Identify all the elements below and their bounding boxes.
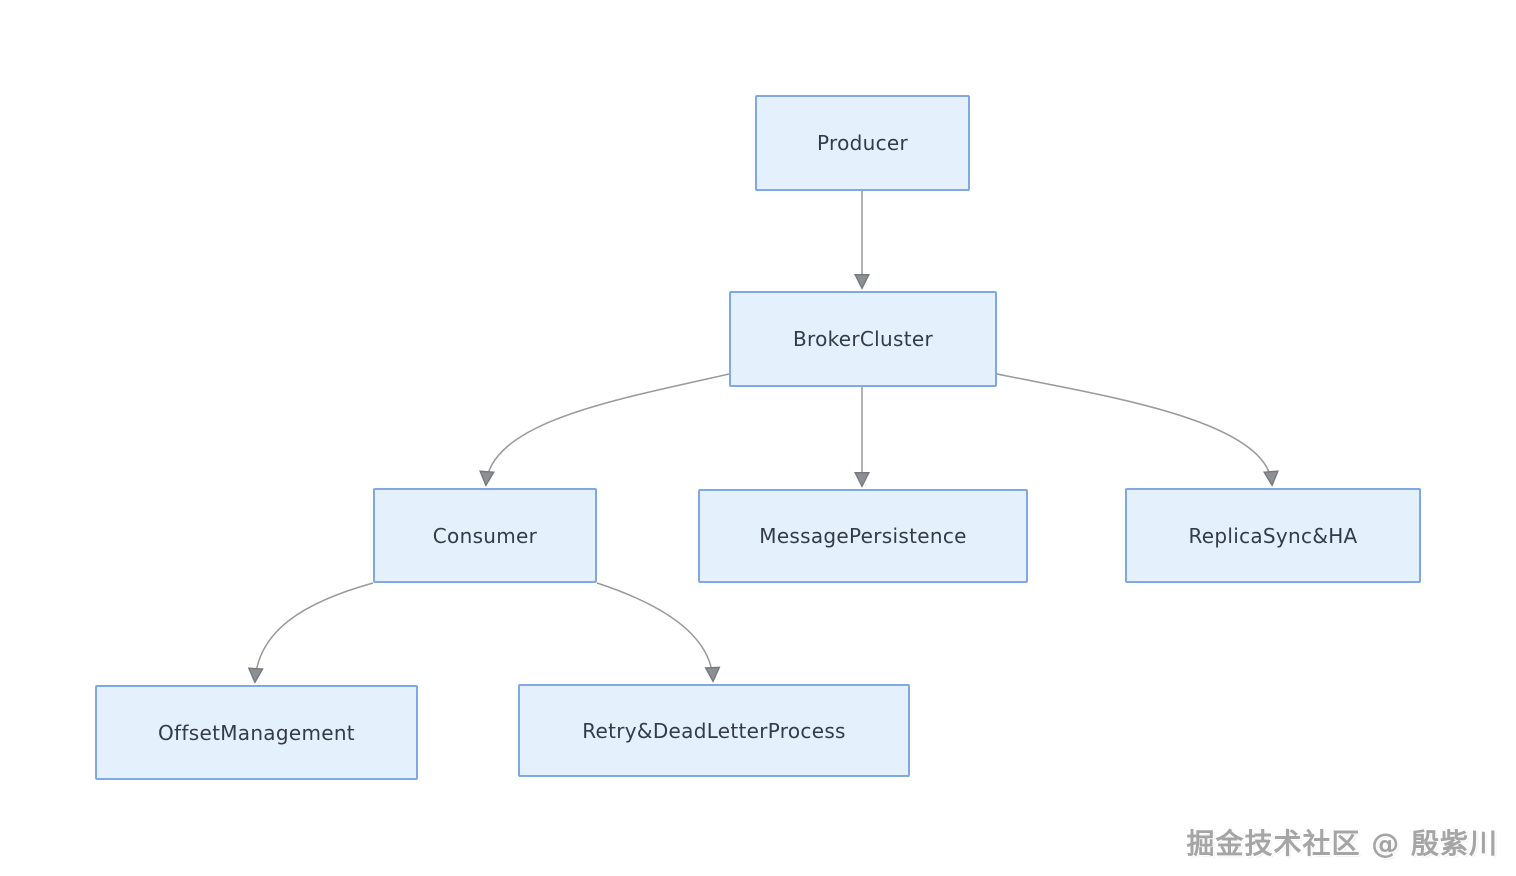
edge-consumer-to-offsetmanagement — [255, 582, 374, 681]
node-message-persistence-label: MessagePersistence — [759, 524, 967, 548]
node-consumer: Consumer — [373, 488, 597, 583]
node-producer: Producer — [755, 95, 970, 191]
node-message-persistence: MessagePersistence — [698, 489, 1028, 583]
node-retry-dead-letter: Retry&DeadLetterProcess — [518, 684, 910, 777]
node-retry-dead-letter-label: Retry&DeadLetterProcess — [582, 718, 846, 743]
edge-consumer-to-retrydeadletter — [596, 582, 713, 680]
node-replica-sync-ha-label: ReplicaSync&HA — [1188, 523, 1358, 548]
node-consumer-label: Consumer — [432, 523, 538, 548]
node-replica-sync-ha: ReplicaSync&HA — [1125, 488, 1421, 583]
edge-brokercluster-to-replicasync — [996, 373, 1272, 484]
node-offset-management: OffsetManagement — [95, 685, 418, 780]
node-offset-management-label: OffsetManagement — [158, 720, 355, 745]
edge-brokercluster-to-consumer — [486, 373, 730, 484]
node-broker-cluster-label: BrokerCluster — [792, 327, 934, 351]
node-broker-cluster: BrokerCluster — [729, 291, 997, 387]
node-producer-label: Producer — [816, 131, 909, 155]
watermark-text: 掘金技术社区 @ 殷紫川 — [1186, 827, 1498, 860]
